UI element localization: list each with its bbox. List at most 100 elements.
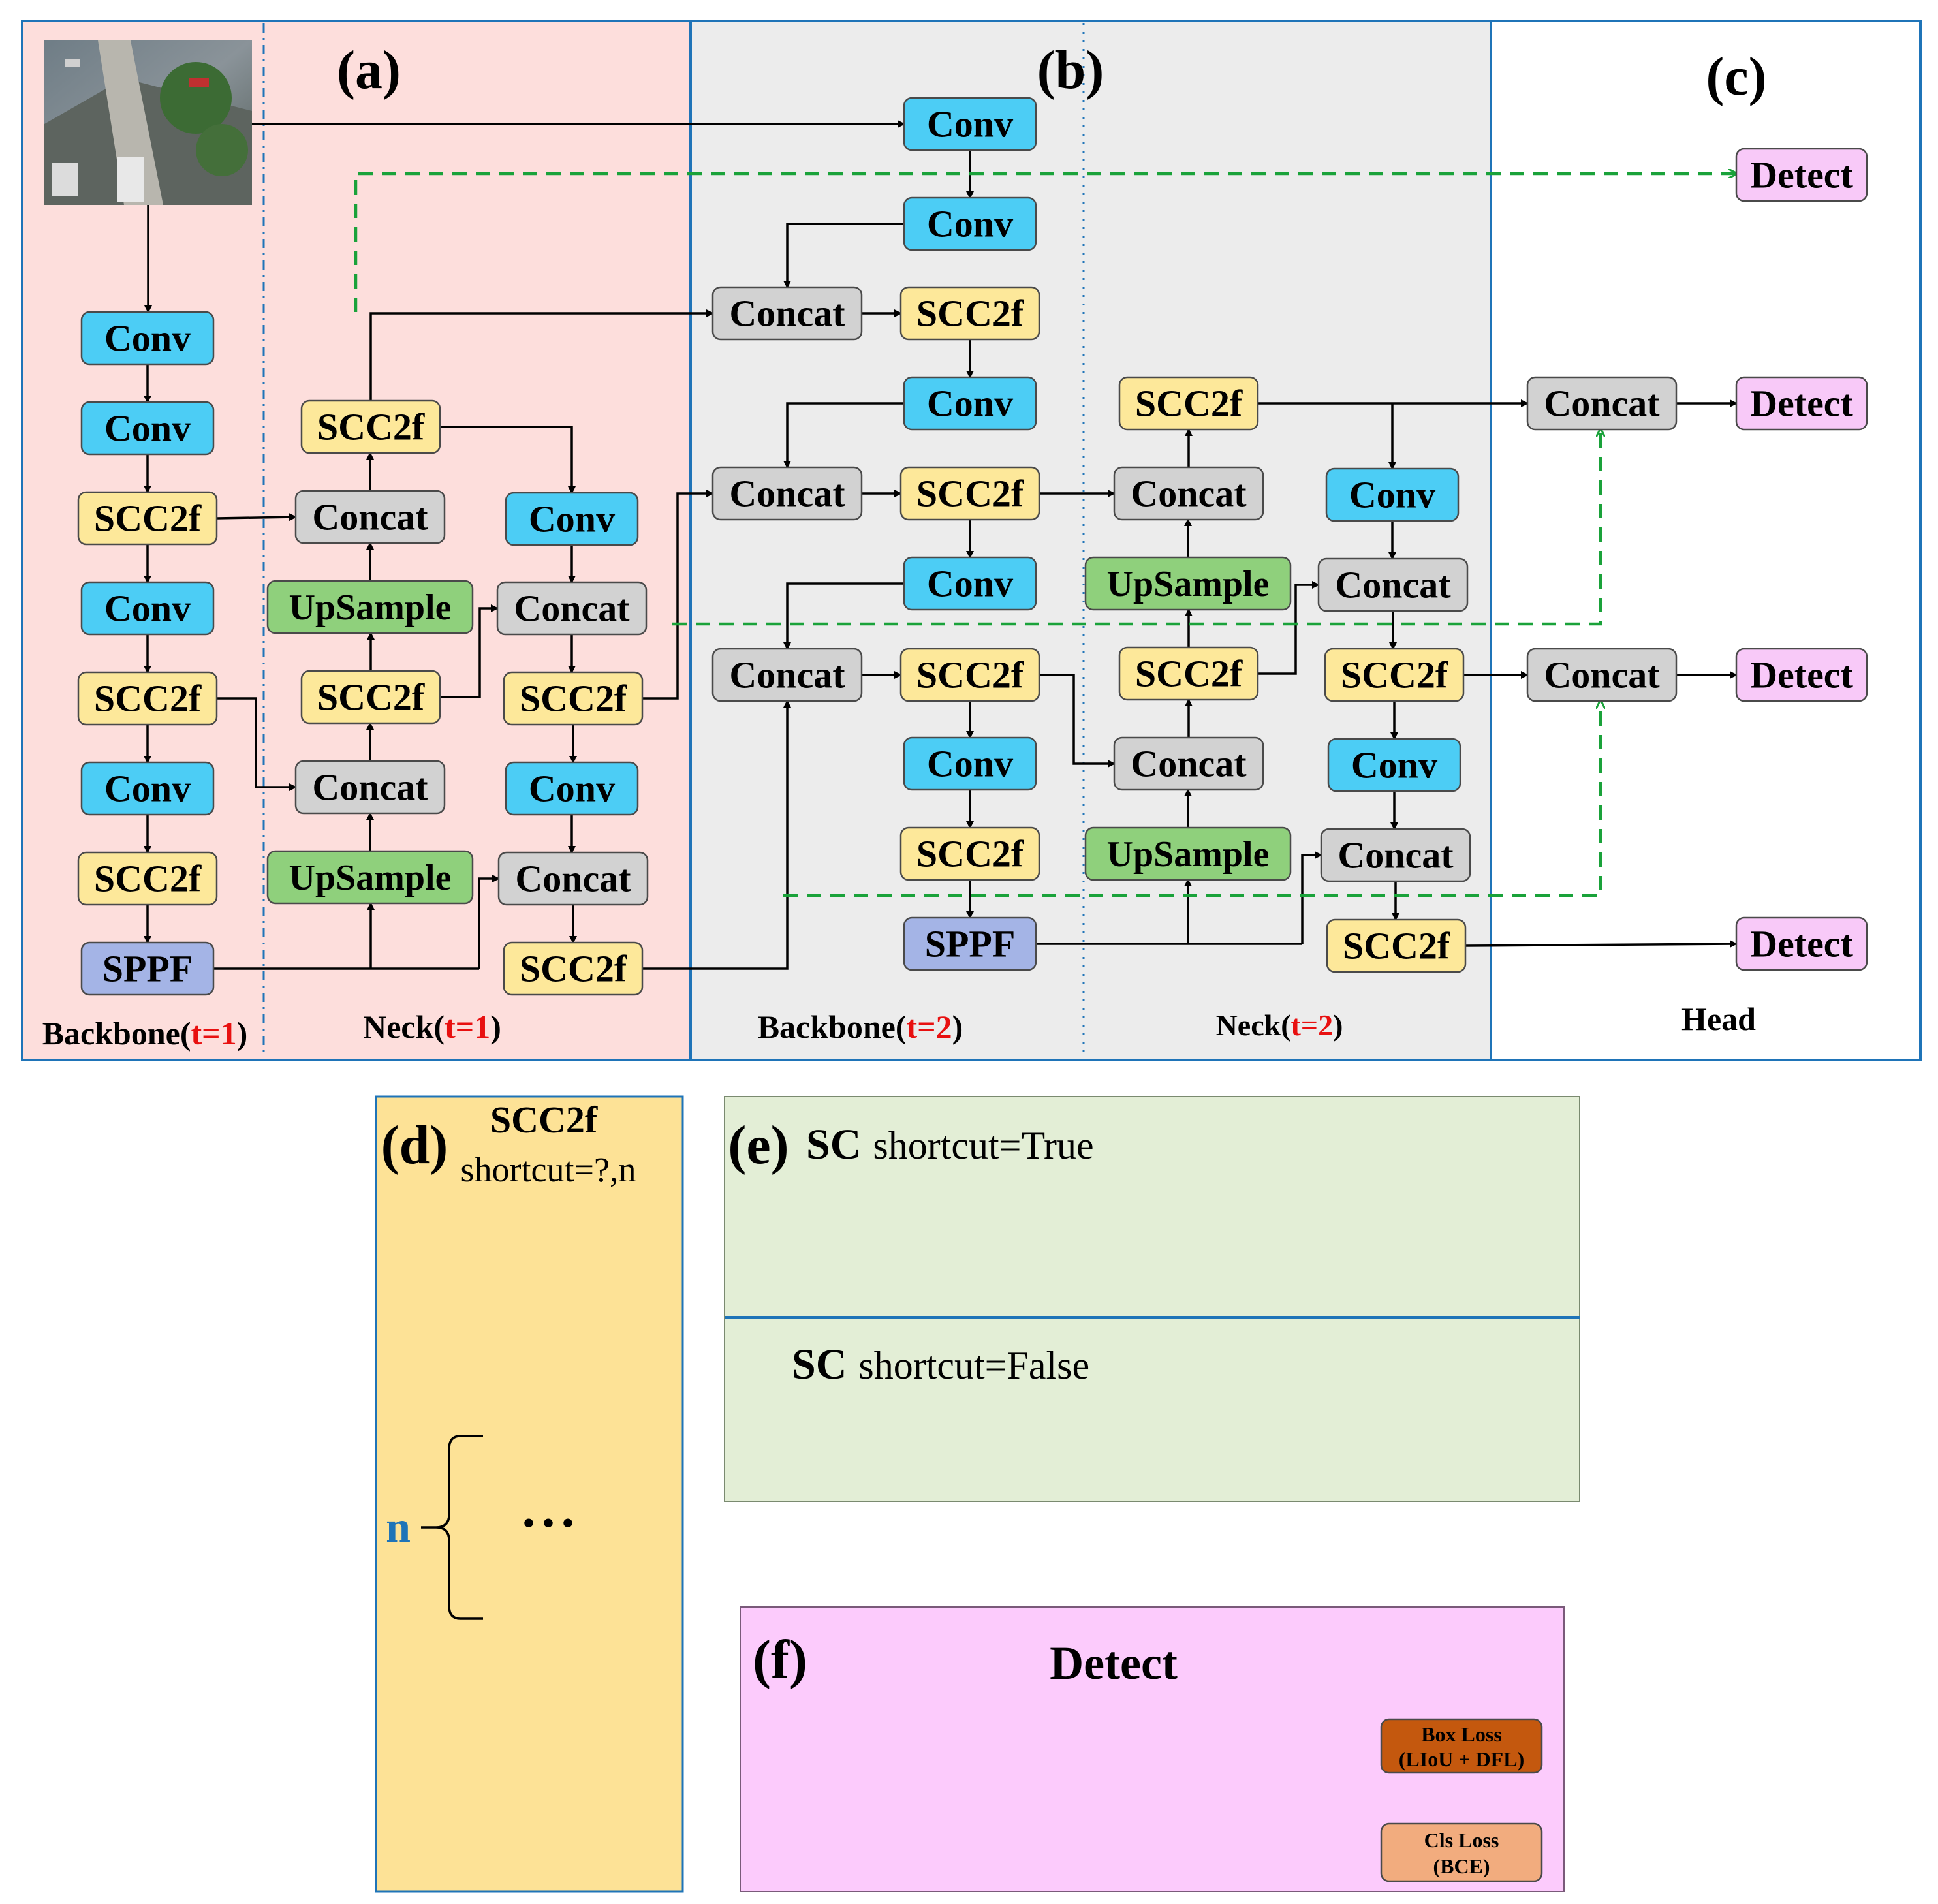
svg-text:Concat: Concat (729, 654, 845, 696)
svg-text:Concat: Concat (514, 587, 630, 630)
concat-node-n1cc2: Concat (294, 760, 446, 815)
svg-text:Concat: Concat (729, 292, 845, 335)
concat-node-hcc2: Concat (1526, 648, 1678, 702)
svg-text:(BCE): (BCE) (1433, 1854, 1490, 1878)
panel-d-title: SCC2f (490, 1099, 598, 1141)
svg-text:UpSample: UpSample (289, 587, 452, 628)
svg-text:Conv: Conv (529, 768, 615, 810)
svg-text:Conv: Conv (104, 768, 191, 810)
caption-backbone-t2: Backbone(t=2) (758, 1008, 963, 1045)
conv-node-b1c1: Conv (80, 311, 215, 366)
concat-node-n1cc1: Concat (294, 490, 446, 544)
svg-text:Detect: Detect (1750, 154, 1853, 196)
panel-b-label: (b) (1037, 40, 1104, 101)
sppf-node-b2sp: SPPF (903, 916, 1037, 971)
panel-a-label: (a) (337, 40, 401, 101)
conv-node-b1c3: Conv (80, 581, 215, 636)
svg-text:UpSample: UpSample (289, 858, 452, 898)
scc2f-node-b2s2: SCC2f (899, 466, 1040, 521)
svg-text:Conv: Conv (927, 743, 1013, 785)
scc2f-node-n1s4: SCC2f (503, 941, 644, 996)
svg-text:Concat: Concat (1131, 473, 1247, 515)
svg-text:Conv: Conv (927, 382, 1013, 425)
panel-e-label: (e) (728, 1115, 789, 1176)
conv-node-b2c3: Conv (903, 376, 1037, 431)
svg-text:SCC2f: SCC2f (1341, 654, 1448, 696)
svg-text:SCC2f: SCC2f (317, 676, 425, 719)
svg-text:Conv: Conv (927, 203, 1013, 245)
concat-node-n1cc4: Concat (497, 851, 649, 906)
svg-text:Conv: Conv (104, 587, 191, 630)
conv-node-n2c2: Conv (1327, 738, 1461, 792)
caption-neck-t1: Neck(t=1) (363, 1008, 501, 1045)
caption-head: Head (1681, 1001, 1756, 1037)
conv-node-b1c2: Conv (80, 401, 215, 456)
concat-node-n2cc4: Concat (1320, 828, 1471, 882)
panel-c-frame (1490, 20, 1922, 1061)
detect-node-hd4: Detect (1735, 916, 1868, 971)
n-brace (421, 1435, 483, 1620)
conv-node-b1c4: Conv (80, 761, 215, 816)
svg-text:SCC2f: SCC2f (94, 497, 202, 540)
svg-text:Conv: Conv (104, 407, 191, 450)
input-image (44, 40, 252, 205)
conv-node-b2c2: Conv (903, 196, 1037, 251)
scc2f-node-n1s2: SCC2f (300, 670, 441, 725)
panel-c-label: (c) (1706, 46, 1766, 107)
conv-node-n2c1: Conv (1325, 467, 1460, 522)
scc2f-node-n1s3: SCC2f (503, 671, 644, 726)
sppf-node-b1sp: SPPF (80, 941, 215, 996)
upsample-node-n2up1: UpSample (1084, 556, 1292, 611)
concat-node-hcc1: Concat (1526, 376, 1678, 431)
svg-text:UpSample: UpSample (1107, 834, 1270, 875)
svg-text:SCC2f: SCC2f (916, 473, 1024, 515)
detect-node-hd3: Detect (1735, 648, 1868, 702)
svg-text:Cls Loss: Cls Loss (1424, 1828, 1499, 1852)
scc2f-node-b2s3: SCC2f (899, 648, 1040, 702)
svg-text:Concat: Concat (1544, 382, 1660, 425)
scc2f-node-b2s4: SCC2f (899, 826, 1040, 881)
svg-text:Detect: Detect (1750, 382, 1853, 425)
panel-f-title: Detect (1050, 1637, 1178, 1689)
svg-text:Box Loss: Box Loss (1421, 1723, 1502, 1746)
conv-node-n1c2: Conv (505, 761, 639, 816)
svg-text:Concat: Concat (729, 473, 845, 515)
scc2f-node-b2s1: SCC2f (899, 286, 1040, 341)
svg-text:Detect: Detect (1750, 923, 1853, 965)
concat-node-b2cc1: Concat (711, 286, 863, 341)
svg-text:SCC2f: SCC2f (916, 292, 1024, 335)
scc2f-node-n2s4: SCC2f (1326, 918, 1467, 973)
svg-text:SCC2f: SCC2f (317, 406, 425, 448)
svg-text:Concat: Concat (515, 858, 631, 900)
caption-backbone-t1: Backbone(t=1) (42, 1015, 248, 1052)
svg-text:SCC2f: SCC2f (1135, 382, 1243, 425)
conv-node-b2c5: Conv (903, 736, 1037, 791)
panel-d-background (375, 1095, 684, 1893)
scc2f-node-b1s3: SCC2f (77, 851, 218, 906)
svg-text:Conv: Conv (104, 317, 191, 360)
svg-text:SPPF: SPPF (102, 948, 193, 990)
upsample-node-n2up2: UpSample (1084, 826, 1292, 881)
concat-node-b2cc3: Concat (711, 648, 863, 702)
scc2f-node-b1s1: SCC2f (77, 491, 218, 546)
panel-f-label: (f) (753, 1629, 807, 1690)
svg-text:SCC2f: SCC2f (520, 678, 627, 720)
svg-text:UpSample: UpSample (1107, 564, 1270, 604)
svg-text:Concat: Concat (1544, 654, 1660, 696)
conv-node-b2c1: Conv (903, 97, 1037, 151)
scc2f-node-b1s2: SCC2f (77, 671, 218, 726)
svg-text:Concat: Concat (312, 496, 428, 538)
panel-b-background (691, 21, 1491, 1060)
svg-text:Conv: Conv (1349, 474, 1435, 516)
svg-text:SCC2f: SCC2f (916, 654, 1024, 696)
cls-loss-node: Cls Loss (BCE) (1380, 1822, 1543, 1882)
scc2f-node-n1s1: SCC2f (300, 399, 441, 454)
svg-text:SCC2f: SCC2f (520, 948, 627, 990)
detect-node-hd2: Detect (1735, 376, 1868, 431)
upsample-node-n1up1: UpSample (266, 580, 474, 634)
repeat-ellipsis: • • • (523, 1505, 574, 1541)
upsample-node-n1up2: UpSample (266, 850, 474, 905)
concat-node-b2cc2: Concat (711, 466, 863, 521)
svg-text:(LIoU + DFL): (LIoU + DFL) (1399, 1747, 1524, 1771)
